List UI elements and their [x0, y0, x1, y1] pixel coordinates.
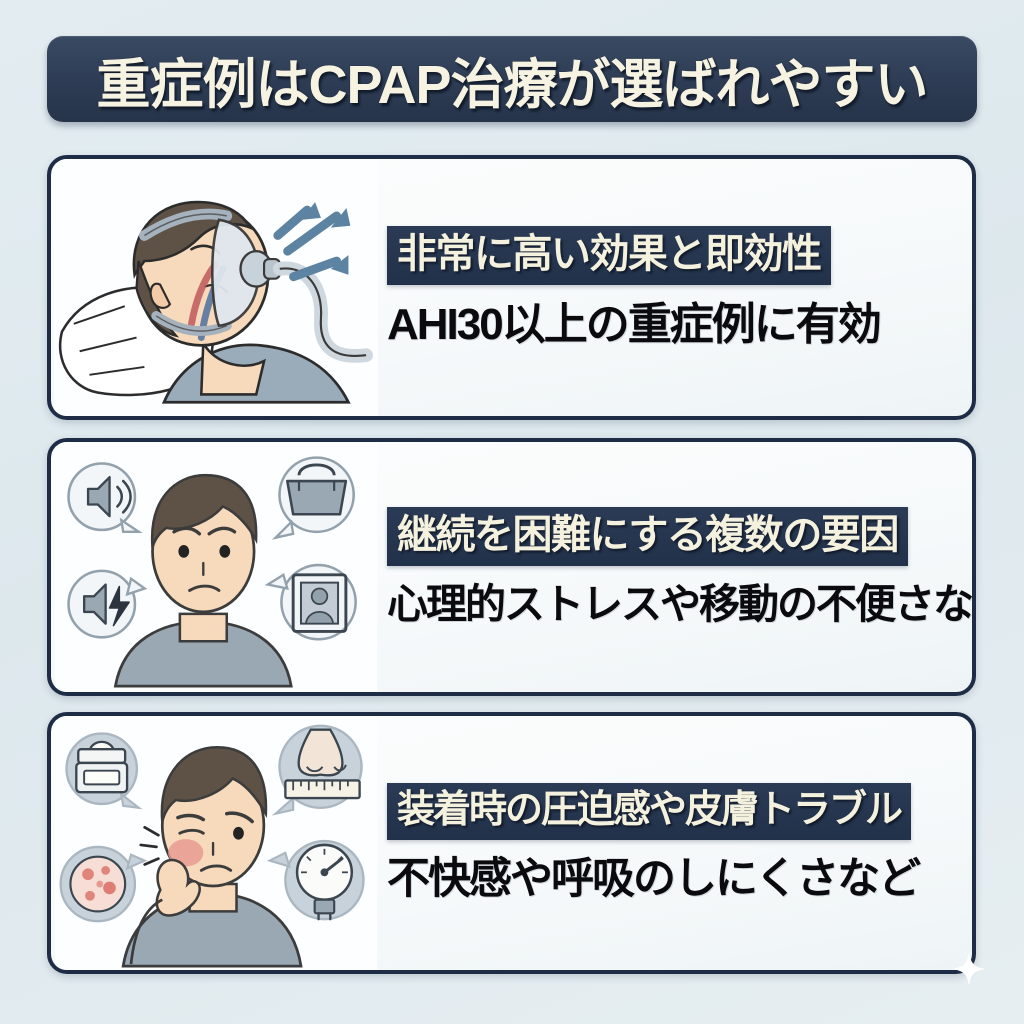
skin-rash-icon	[59, 845, 148, 923]
speaker-bolt-icon	[67, 569, 148, 639]
card-1-subtitle: AHI30以上の重症例に有効	[387, 299, 882, 349]
cream-jar-icon	[65, 732, 143, 810]
card-3-text-block: 装着時の圧迫感や皮膚トラブル 不快感や呼吸のしにくさなど	[381, 783, 972, 903]
card-1-heading: 非常に高い効果と即効性	[387, 225, 831, 285]
info-card-1: 非常に高い効果と即効性 AHI30以上の重症例に有効	[47, 155, 976, 420]
skin-irritation-man-illustration	[51, 716, 381, 970]
card-2-text-block: 継続を困難にする複数の要因 心理的ストレスや移動の不便さなど	[381, 507, 976, 627]
info-card-3: 装着時の圧迫感や皮膚トラブル 不快感や呼吸のしにくさなど	[47, 712, 976, 974]
cpap-sleeping-patient-illustration	[51, 159, 381, 416]
pressure-gauge-icon	[266, 839, 365, 921]
card-3-heading: 装着時の圧迫感や皮膚トラブル	[387, 783, 912, 840]
nose-ruler-icon	[271, 724, 363, 816]
handbag-icon	[271, 456, 355, 540]
worried-man-obstacles-illustration	[51, 442, 381, 692]
speaker-icon	[67, 462, 143, 534]
card-1-text-block: 非常に高い効果と即効性 AHI30以上の重症例に有効	[381, 225, 972, 349]
info-card-2: 継続を困難にする複数の要因 心理的ストレスや移動の不便さなど	[47, 438, 976, 696]
page-title: 重症例はCPAP治療が選ばれやすい	[96, 54, 928, 115]
portrait-frame-icon	[264, 563, 357, 641]
card-2-subtitle: 心理的ストレスや移動の不便さなど	[387, 580, 976, 627]
card-2-heading: 継続を困難にする複数の要因	[387, 507, 908, 566]
card-3-subtitle: 不快感や呼吸のしにくさなど	[387, 854, 921, 903]
page-title-banner: 重症例はCPAP治療が選ばれやすい	[47, 36, 977, 122]
